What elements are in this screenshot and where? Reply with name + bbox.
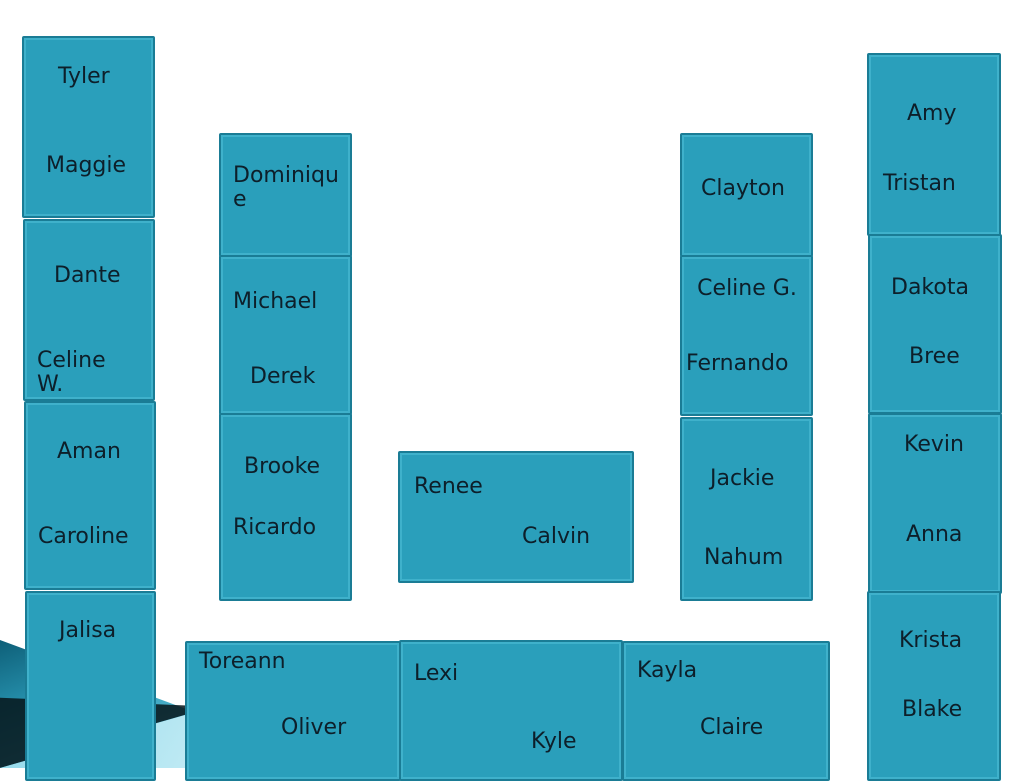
desk-dakota-bree[interactable]: Dakota Bree	[868, 234, 1002, 414]
student-name: Brooke	[244, 454, 321, 479]
student-name: Celine G.	[697, 276, 797, 301]
student-name: Michael	[233, 289, 318, 314]
student-name: Caroline	[38, 524, 129, 549]
student-name: Maggie	[46, 153, 127, 178]
desk-amy-tristan[interactable]: Amy Tristan	[867, 53, 1001, 236]
desk-dante-celine-w[interactable]: Dante Celine W.	[23, 219, 155, 401]
student-name: Lexi	[414, 661, 459, 686]
student-name: Amy	[907, 101, 957, 126]
student-name: Toreann	[199, 649, 286, 674]
desk-jackie-nahum[interactable]: Jackie Nahum	[680, 417, 813, 601]
desk-toreann-oliver[interactable]: Toreann Oliver	[185, 641, 401, 781]
student-name: Kevin	[904, 432, 964, 457]
student-name: Aman	[57, 439, 121, 464]
student-name: Derek	[250, 364, 316, 389]
student-name: Krista	[899, 628, 963, 653]
desk-tyler-maggie[interactable]: Tyler Maggie	[22, 36, 155, 218]
student-name: Dakota	[891, 275, 969, 300]
student-name: Anna	[906, 522, 963, 547]
student-name: Blake	[902, 697, 963, 722]
desk-michael-derek[interactable]: Michael Derek	[219, 255, 352, 415]
desk-dominique[interactable]: Dominique	[219, 133, 352, 257]
student-name: Oliver	[281, 715, 347, 740]
student-name: Bree	[909, 344, 960, 369]
desk-krista-blake[interactable]: Krista Blake	[867, 591, 1001, 781]
desk-clayton[interactable]: Clayton	[680, 133, 813, 257]
student-name: Kayla	[637, 658, 698, 683]
student-name: Fernando	[686, 351, 789, 376]
student-name: Clayton	[701, 176, 786, 201]
student-name: Celine W.	[37, 348, 106, 397]
student-name: Renee	[414, 474, 483, 499]
student-name: Kyle	[531, 729, 577, 754]
desk-renee-calvin[interactable]: Renee Calvin	[398, 451, 634, 583]
desk-lexi-kyle[interactable]: Lexi Kyle	[399, 640, 623, 781]
student-name: Tyler	[58, 64, 110, 89]
student-name: Tristan	[883, 171, 956, 196]
student-name: Claire	[700, 715, 764, 740]
student-name: Jalisa	[59, 618, 117, 643]
student-name: Jackie	[710, 466, 775, 491]
desk-brooke-ricardo[interactable]: Brooke Ricardo	[219, 413, 352, 601]
desk-kevin-anna[interactable]: Kevin Anna	[868, 413, 1002, 594]
student-name: Ricardo	[233, 515, 317, 540]
student-name: Calvin	[522, 524, 591, 549]
student-name: Dante	[54, 263, 121, 288]
desk-aman-caroline[interactable]: Aman Caroline	[24, 401, 156, 590]
student-name: Dominique	[233, 163, 339, 212]
desk-jalisa[interactable]: Jalisa	[25, 591, 156, 781]
student-name: Nahum	[704, 545, 784, 570]
desk-celine-g-fernando[interactable]: Celine G. Fernando	[680, 255, 813, 416]
desk-kayla-claire[interactable]: Kayla Claire	[622, 641, 830, 781]
